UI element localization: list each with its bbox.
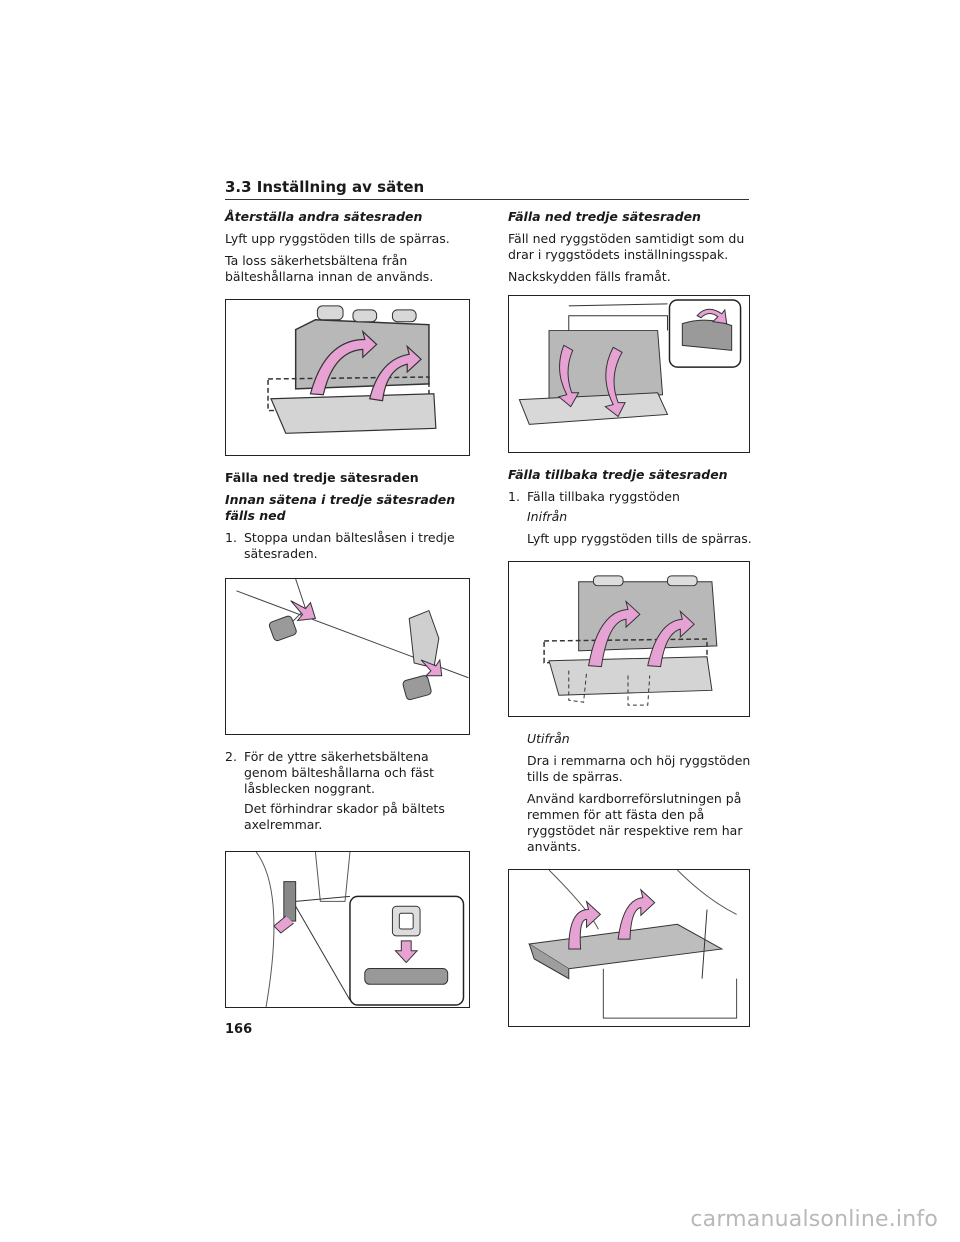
restore-heading: Återställa andra sätesraden <box>225 209 423 224</box>
figure-second-row-raise <box>225 299 470 456</box>
fold-back-step-1-text: Fälla tillbaka ryggstöden <box>527 489 680 504</box>
right-column: Fälla ned tredje sätesraden Fäll ned ryg… <box>508 209 758 1041</box>
step-1-text: Stoppa undan bälteslåsen i tredje sätesr… <box>244 530 455 561</box>
raise-outside-illustration <box>527 870 738 1019</box>
watermark: carmanualsonline.info <box>690 1207 938 1232</box>
belt-holder-illustration <box>255 852 465 1007</box>
fold-down-heading: Fälla ned tredje sätesraden <box>225 470 419 485</box>
section-divider <box>225 199 749 200</box>
outside-paragraph-1: Dra i remmarna och höj ryggstöden tills … <box>527 753 751 784</box>
fold-back-step-1: 1. Fälla tillbaka ryggstöden <box>508 489 758 505</box>
left-column: Återställa andra sätesraden Lyft upp ryg… <box>225 209 475 1022</box>
outside-label: Utifrån <box>527 731 570 746</box>
fold-paragraph-2: Nackskydden fälls framåt. <box>508 269 671 284</box>
step-2: 2. För de yttre säkerhetsbältena genom b… <box>225 749 475 797</box>
fold-back-step-1-number: 1. <box>508 489 520 504</box>
buckle-stow-illustration <box>236 579 469 701</box>
restore-paragraph-1: Lyft upp ryggstöden tills de spärras. <box>225 231 450 246</box>
step-1-number: 1. <box>225 530 237 545</box>
inside-label: Inifrån <box>527 509 568 524</box>
restore-paragraph-2: Ta loss säkerhetsbältena från bälteshåll… <box>225 253 434 284</box>
before-fold-heading: Innan sätena i tredje sätesraden fälls n… <box>225 492 456 523</box>
inside-text: Lyft upp ryggstöden tills de spärras. <box>527 531 752 546</box>
page-number: 166 <box>225 1022 253 1037</box>
step-2-note: Det förhindrar skador på bältets axelrem… <box>244 801 445 832</box>
outside-paragraph-2: Använd kardborreförslutningen på remmen … <box>527 791 743 854</box>
figure-belt-holder <box>225 851 470 1008</box>
third-row-fold-illustration <box>518 299 742 425</box>
figure-raise-outside <box>508 869 750 1027</box>
step-2-number: 2. <box>225 749 237 764</box>
figure-raise-inside <box>508 561 750 717</box>
fold-back-heading: Fälla tillbaka tredje sätesraden <box>508 467 728 482</box>
figure-third-row-fold <box>508 295 750 453</box>
second-row-seat-illustration <box>267 305 437 434</box>
raise-inside-illustration <box>543 575 718 706</box>
section-title: 3.3 Inställning av säten <box>225 178 425 196</box>
step-1: 1. Stoppa undan bälteslåsen i tredje sät… <box>225 530 475 562</box>
step-2-text: För de yttre säkerhetsbältena genom bält… <box>244 749 435 796</box>
figure-buckle-stow <box>225 578 470 735</box>
fold-third-row-heading: Fälla ned tredje sätesraden <box>508 209 701 224</box>
fold-paragraph-1: Fäll ned ryggstöden samtidigt som du dra… <box>508 231 745 262</box>
